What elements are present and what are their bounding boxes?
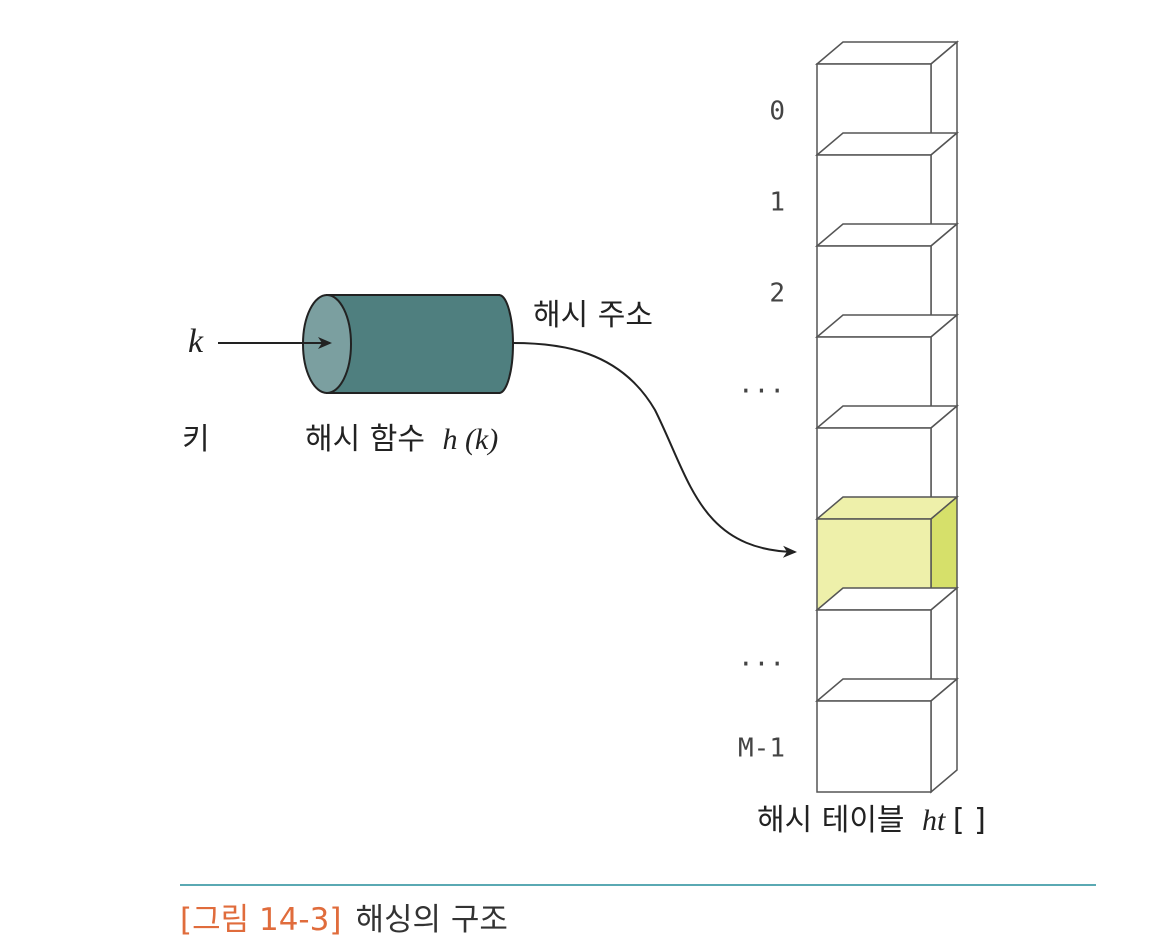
hash-function-label: 해시 함수 h (k) (305, 422, 498, 457)
hash-address-arrow (512, 342, 797, 558)
hash-table-label-text: 해시 테이블 (757, 803, 905, 838)
hash-table-index-label: 1 (769, 188, 785, 218)
hash-table-index-label: ... (738, 643, 785, 673)
hash-table: 0 1 2...... M-1 (738, 40, 960, 794)
hash-table-math: ht (922, 804, 946, 837)
figure-number: [그림 14-3] (180, 902, 342, 938)
figure-title: 해싱의 구조 (355, 902, 508, 938)
hash-table-index-label: M-1 (738, 734, 785, 764)
hash-table-index-label: 0 (769, 97, 785, 127)
hash-function-cylinder (302, 294, 514, 394)
hash-table-index-label: 2 (769, 279, 785, 309)
hash-function-label-text: 해시 함수 (305, 422, 425, 457)
hash-table-brackets: [ ] (953, 803, 986, 838)
hash-function-math-arg: (k) (465, 423, 498, 456)
key-label: 키 (182, 422, 210, 457)
hash-table-label: 해시 테이블 ht [ ] (757, 803, 986, 838)
hash-function-math-h: h (442, 423, 457, 456)
caption-rule (180, 884, 1096, 886)
key-symbol: k (188, 323, 204, 360)
hash-address-label: 해시 주소 (533, 298, 653, 333)
hash-table-index-label: ... (738, 370, 785, 400)
hash-table-slot (814, 677, 960, 794)
figure-caption: [그림 14-3] 해싱의 구조 (180, 894, 508, 939)
